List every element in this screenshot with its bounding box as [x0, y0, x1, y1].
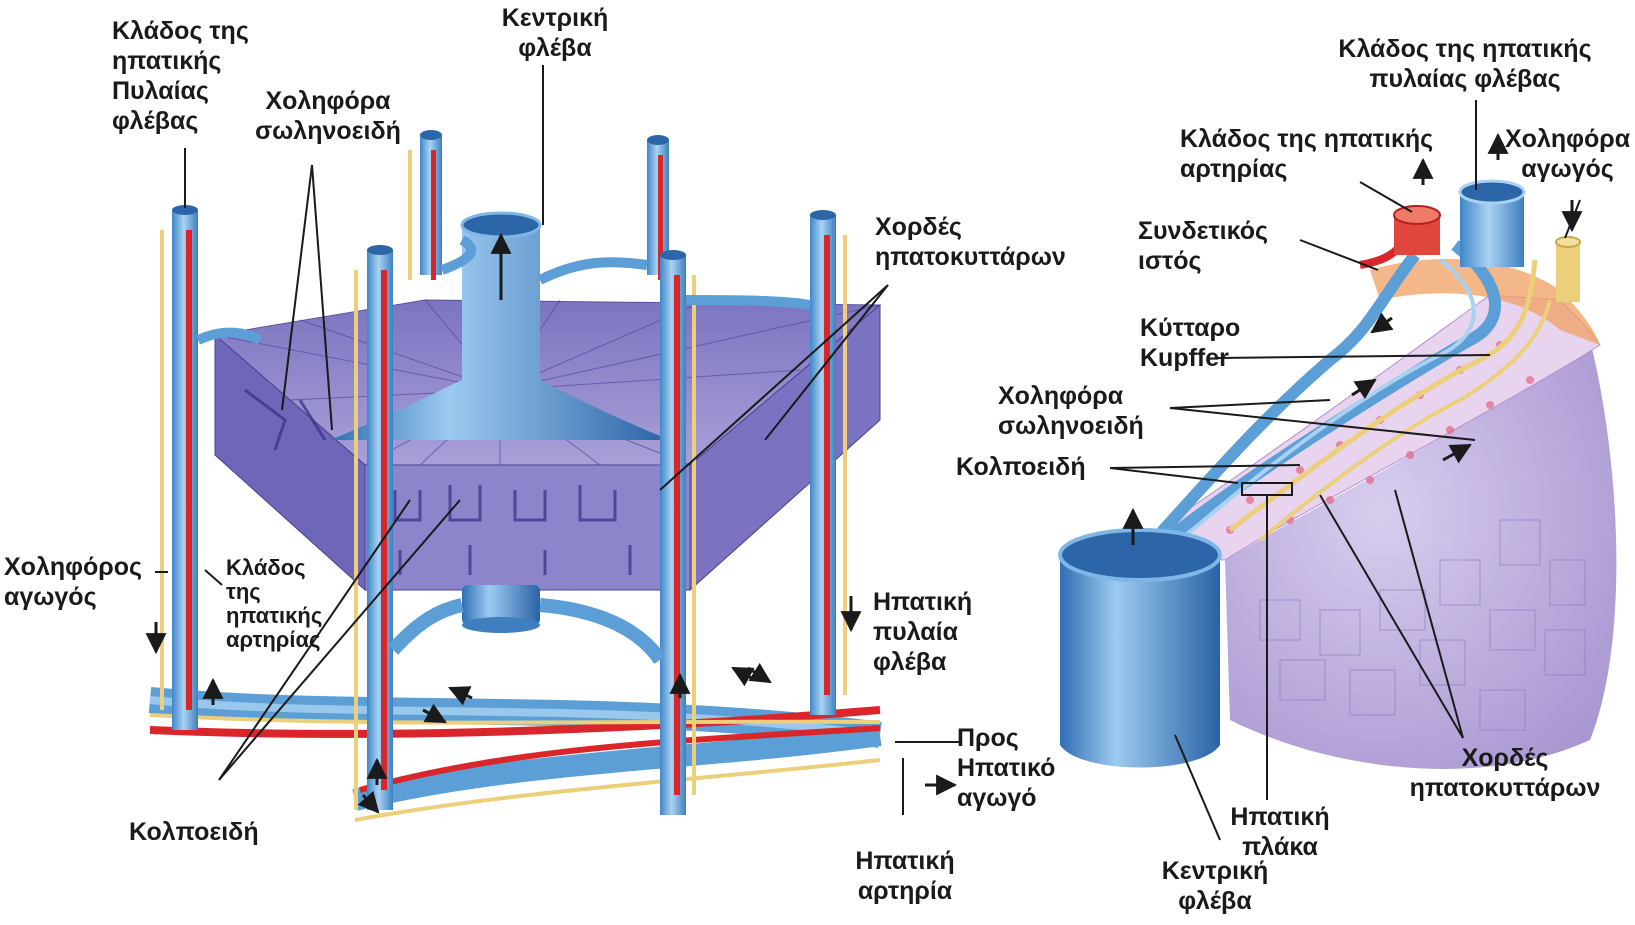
label-sinusoids-right: Κολποειδή — [956, 453, 1086, 481]
leader-lines — [155, 65, 1581, 841]
label-sinusoids-left: Κολποειδή — [129, 818, 259, 846]
left-lobule-illustration — [145, 130, 958, 822]
